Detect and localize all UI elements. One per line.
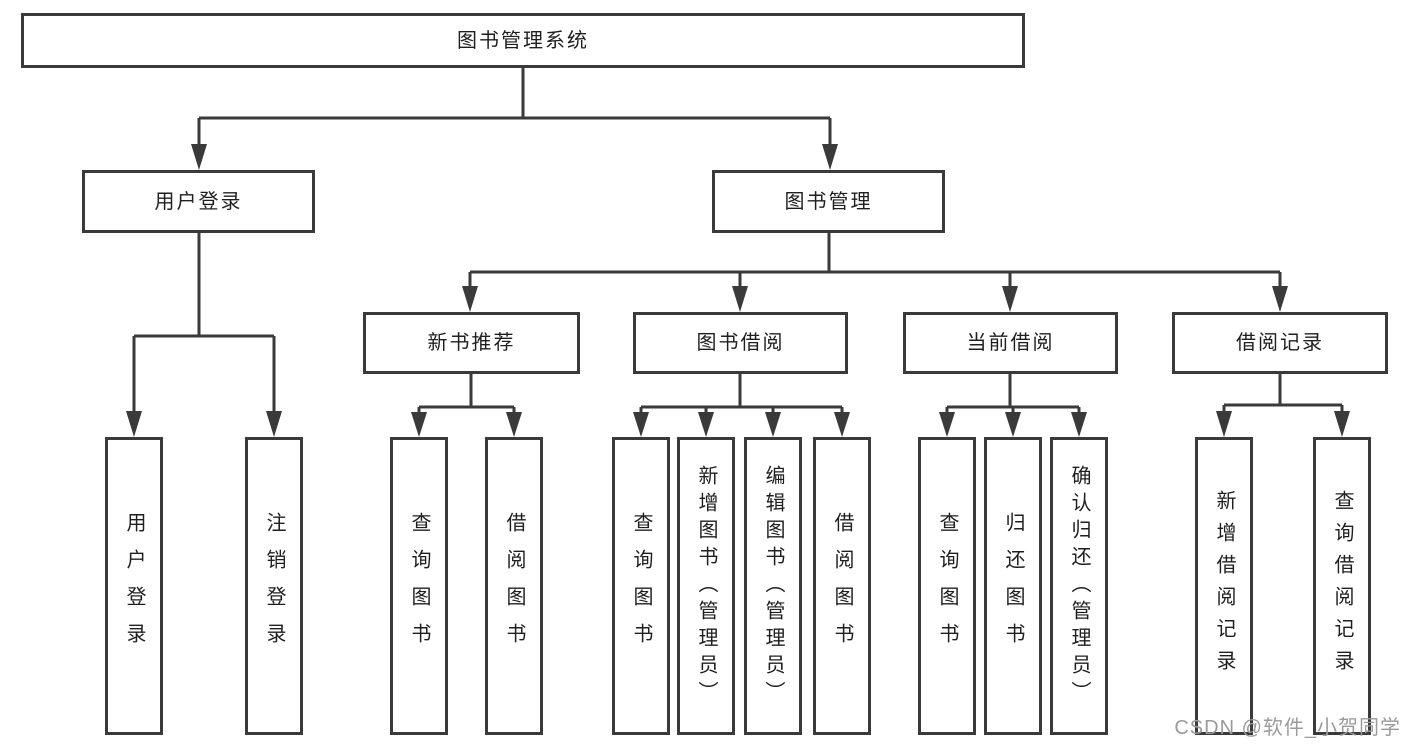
node-borrow-record: 借阅记录 — [1172, 312, 1388, 374]
connector-new-book-children — [411, 374, 522, 437]
arrow-down-icon — [1071, 412, 1087, 437]
arrow-down-icon — [834, 412, 850, 437]
arrow-down-icon — [633, 412, 649, 437]
arrow-down-icon — [462, 286, 478, 312]
leaf-query-borrow-record: 查询借阅记录 — [1313, 437, 1371, 735]
node-book-management: 图书管理 — [712, 170, 945, 233]
arrow-down-icon — [266, 411, 282, 437]
arrow-down-icon — [1002, 286, 1018, 312]
leaf-query-book-current: 查询图书 — [918, 437, 976, 735]
arrow-down-icon — [939, 412, 955, 437]
arrow-down-icon — [506, 412, 522, 437]
leaf-borrow-book-recommend: 借阅图书 — [485, 437, 543, 735]
leaf-add-borrow-record: 新增借阅记录 — [1195, 437, 1253, 735]
leaf-return-book: 归还图书 — [984, 437, 1042, 735]
arrow-down-icon — [1272, 286, 1288, 312]
leaf-query-book-recommend: 查询图书 — [390, 437, 448, 735]
connector-current-borrow-children — [939, 374, 1087, 437]
leaf-query-book-borrow: 查询图书 — [612, 437, 670, 735]
leaf-edit-book-admin: 编辑图书（管理员） — [744, 437, 802, 735]
node-user-login: 用户登录 — [82, 170, 315, 233]
leaf-borrow-book: 借阅图书 — [813, 437, 871, 735]
arrow-down-icon — [1005, 412, 1021, 437]
arrow-down-icon — [698, 412, 714, 437]
node-book-borrow: 图书借阅 — [633, 312, 848, 374]
connector-book-borrow-children — [633, 374, 850, 437]
connector-borrow-record-children — [1216, 374, 1350, 437]
connector-root-to-level1 — [191, 68, 838, 170]
connector-book-management-children — [462, 233, 1288, 312]
connector-user-login-children — [126, 233, 282, 437]
arrow-down-icon — [822, 144, 838, 170]
leaf-user-login: 用户登录 — [105, 437, 163, 735]
arrow-down-icon — [1334, 411, 1350, 437]
leaf-add-book-admin: 新增图书（管理员） — [677, 437, 735, 735]
leaf-confirm-return-admin: 确认归还（管理员） — [1050, 437, 1108, 735]
node-new-book-recommend: 新书推荐 — [363, 312, 580, 374]
arrow-down-icon — [126, 411, 142, 437]
watermark: CSDN @软件_小贺同学 — [1174, 717, 1401, 739]
arrow-down-icon — [411, 412, 427, 437]
arrow-down-icon — [765, 412, 781, 437]
leaf-logout: 注销登录 — [245, 437, 303, 735]
arrow-down-icon — [732, 286, 748, 312]
node-root: 图书管理系统 — [21, 13, 1025, 68]
node-current-borrow: 当前借阅 — [903, 312, 1118, 374]
arrow-down-icon — [191, 144, 207, 170]
arrow-down-icon — [1216, 411, 1232, 437]
